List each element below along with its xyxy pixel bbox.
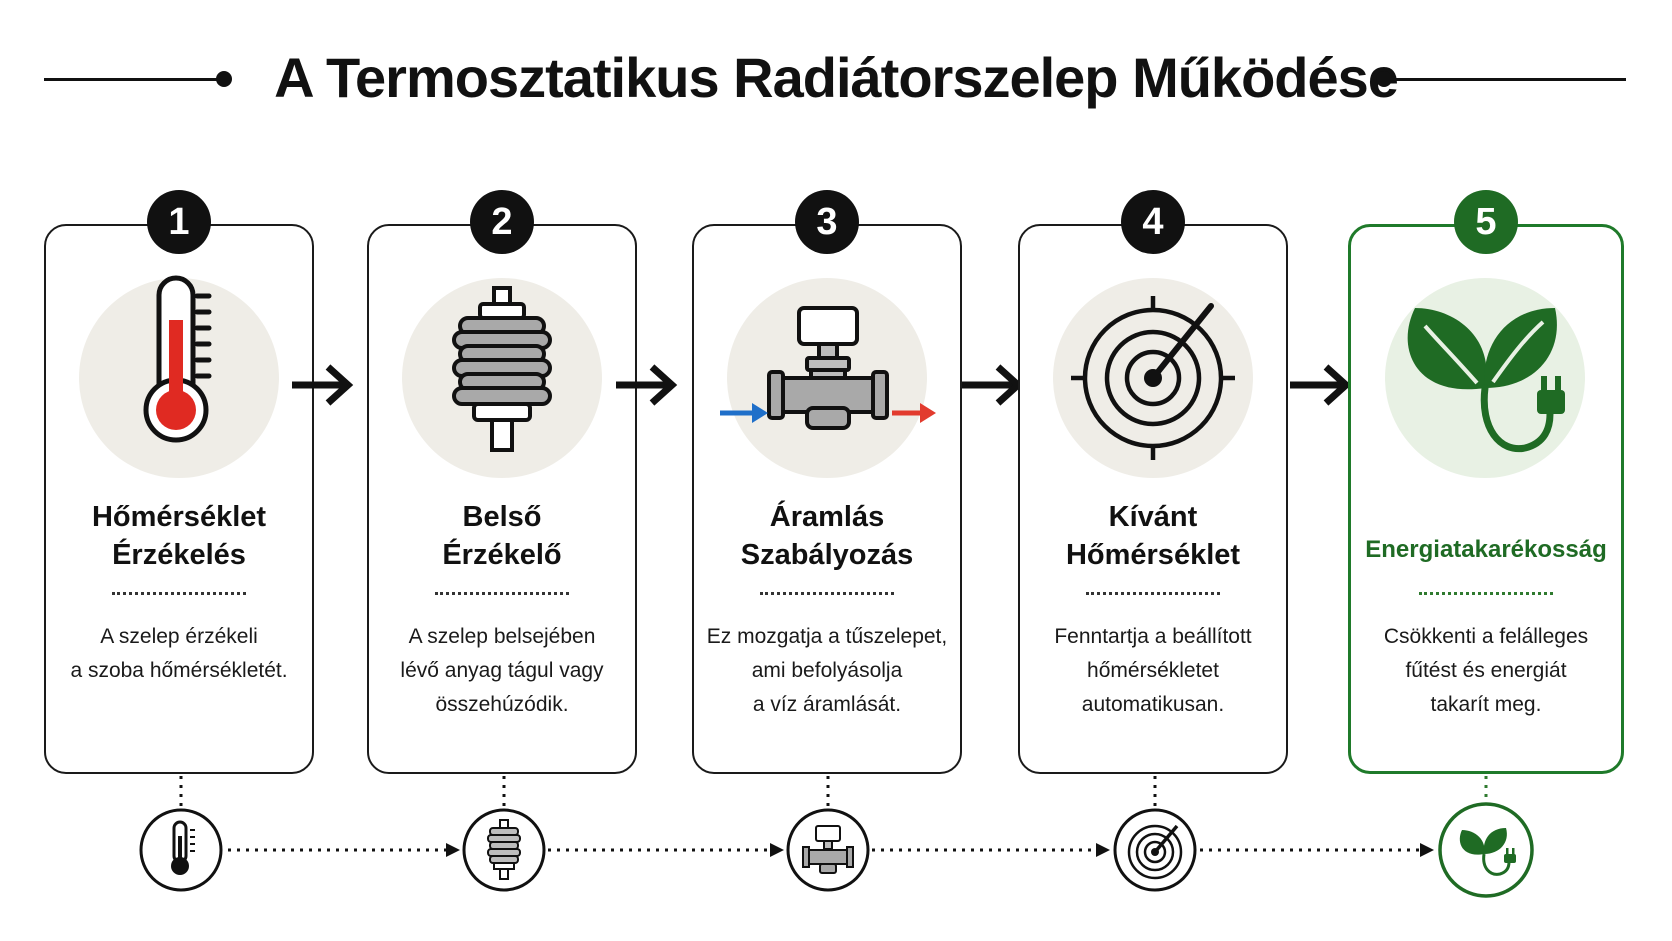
step-badge-3: 3 [795, 190, 859, 254]
step-desc-2: A szelep belsejében lévő anyag tágul vag… [367, 620, 637, 722]
dotted-separator-2 [435, 592, 569, 595]
step-title-3: Áramlás Szabályozás [692, 498, 962, 574]
title-dot-right [1376, 71, 1392, 87]
page-title: A Termosztatikus Radiátorszelep Működése [274, 46, 1399, 109]
step-desc-1-line2: a szoba hőmérsékletét. [70, 659, 288, 682]
outflow-arrow-icon [892, 403, 936, 423]
step-title-3-line1: Áramlás [769, 501, 885, 533]
step-title-5: Energiatakarékosság [1365, 536, 1607, 563]
arrow-right-icon [1290, 364, 1352, 406]
step-title-2: Belső Érzékelő [367, 498, 637, 574]
arrow-right-icon [292, 364, 354, 406]
step-desc-3-line1: Ez mozgatja a tűszelepet, [706, 625, 948, 648]
step-badge-1: 1 [147, 190, 211, 254]
step-desc-5-line3: takarít meg. [1430, 693, 1542, 716]
step-badge-4: 4 [1121, 190, 1185, 254]
step-title-2-line2: Érzékelő [442, 539, 562, 571]
step-title-4-line2: Hőmérséklet [1065, 539, 1241, 571]
step-badge-2: 2 [470, 190, 534, 254]
bellows-sensor-icon [452, 286, 552, 452]
step-desc-3: Ez mozgatja a tűszelepet, ami befolyásol… [692, 620, 962, 722]
step-desc-4-line3: automatikusan. [1081, 693, 1225, 716]
step-title-1-line2: Érzékelés [112, 539, 246, 571]
step-desc-2-line1: A szelep belsejében [408, 625, 596, 648]
step-title-4: Kívánt Hőmérséklet [1018, 498, 1288, 574]
arrow-right-icon [616, 364, 678, 406]
step-title-1-line1: Hőmérséklet [91, 501, 267, 533]
step-desc-2-line2: lévő anyag tágul vagy [400, 659, 604, 682]
step-desc-5: Csökkenti a felálleges fűtést és energiá… [1348, 620, 1624, 722]
step-desc-4-line2: hőmérsékletet [1087, 659, 1219, 682]
step-desc-4-line1: Fenntartja a beállított [1054, 625, 1252, 648]
target-dial-icon [1071, 296, 1235, 460]
step-title-4-line1: Kívánt [1108, 501, 1198, 533]
step-title-3-line2: Szabályozás [740, 539, 914, 571]
step-desc-1: A szelep érzékeli a szoba hőmérsékletét. [44, 620, 314, 688]
dotted-separator-5 [1419, 592, 1553, 595]
mini-target-dial-icon [1113, 808, 1197, 892]
mini-thermometer-icon [139, 808, 223, 892]
step-desc-2-line3: összehúzódik. [435, 693, 569, 716]
title-dot-left [216, 71, 232, 87]
dotted-separator-4 [1086, 592, 1220, 595]
title-line-left [44, 78, 224, 81]
inflow-arrow-icon [720, 403, 768, 423]
mini-leaf-plug-icon [1438, 802, 1534, 898]
step-desc-3-line3: a víz áramlását. [752, 693, 902, 716]
valve-icon [767, 306, 889, 430]
step-desc-4: Fenntartja a beállított hőmérsékletet au… [1018, 620, 1288, 722]
step-title-2-line1: Belső [462, 501, 542, 533]
step-desc-5-line1: Csökkenti a felálleges [1383, 625, 1589, 648]
dotted-separator-3 [760, 592, 894, 595]
dotted-separator-1 [112, 592, 246, 595]
step-title-1: Hőmérséklet Érzékelés [44, 498, 314, 574]
thermometer-icon [143, 275, 212, 443]
mini-bellows-sensor-icon [462, 808, 546, 892]
step-desc-5-line2: fűtést és energiát [1405, 659, 1567, 682]
step-desc-3-line2: ami befolyásolja [751, 659, 903, 682]
mini-valve-icon [786, 808, 870, 892]
leaf-plug-icon [1407, 308, 1565, 453]
title-line-right [1388, 78, 1626, 81]
arrow-right-icon [962, 364, 1024, 406]
step-card-1 [44, 224, 314, 774]
bottom-timeline [139, 776, 1534, 898]
step-desc-1-line1: A szelep érzékeli [100, 625, 258, 648]
step-badge-5: 5 [1454, 190, 1518, 254]
